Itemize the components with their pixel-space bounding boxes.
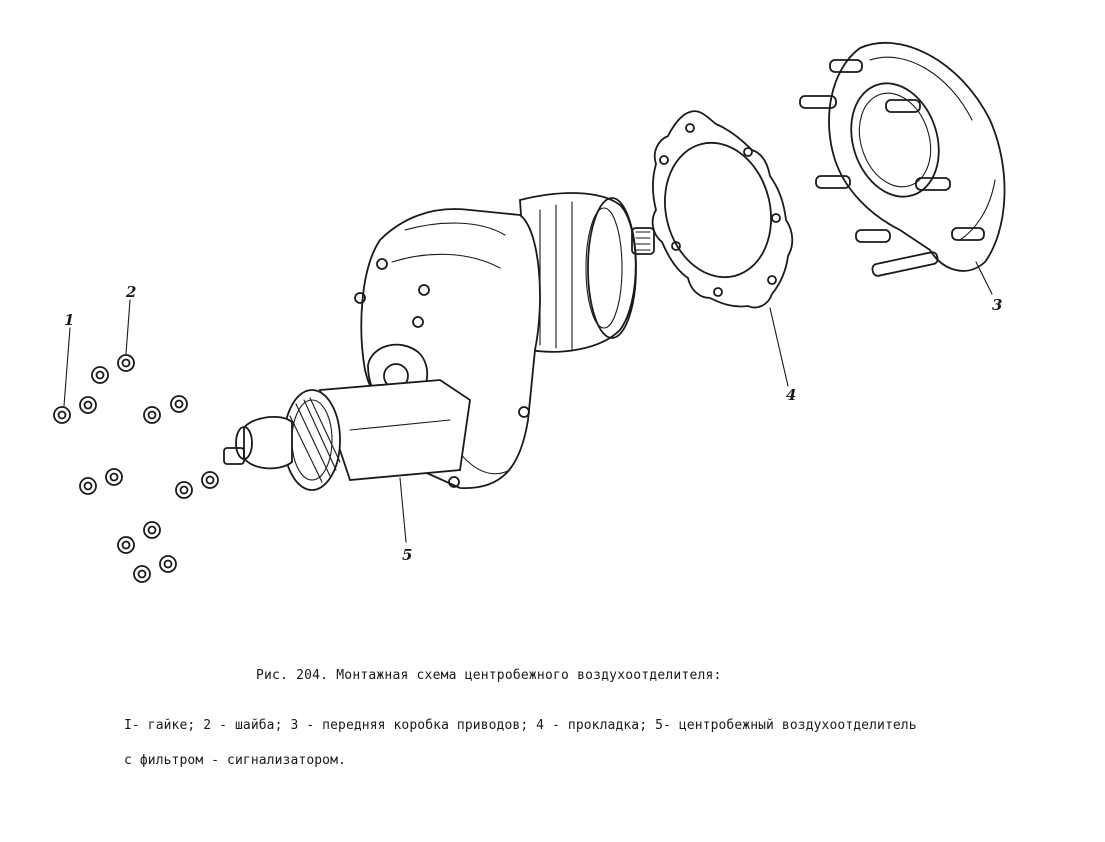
label-separator: 5 (402, 546, 412, 564)
label-gasket: 4 (786, 386, 796, 404)
figure-caption: Рис. 204. Монтажная схема центробежного … (256, 668, 722, 683)
separator-part (223, 192, 655, 491)
front-gearbox-part (799, 41, 1006, 277)
legend-line-2: с фильтром - сигнализатором. (124, 753, 346, 768)
figure-legend: I- гайке; 2 - шайба; 3 - передняя коробк… (124, 708, 1084, 778)
nuts-and-washers (53, 354, 219, 583)
label-nut: 1 (64, 311, 74, 329)
gasket-part (651, 110, 794, 309)
label-washer: 2 (125, 283, 136, 301)
legend-line-1: I- гайке; 2 - шайба; 3 - передняя коробк… (124, 718, 917, 733)
label-front-gearbox: 3 (992, 296, 1002, 314)
assembly-diagram: 1 2 3 4 5 (53, 41, 1006, 583)
callouts: 1 2 3 4 5 (63, 261, 1002, 564)
